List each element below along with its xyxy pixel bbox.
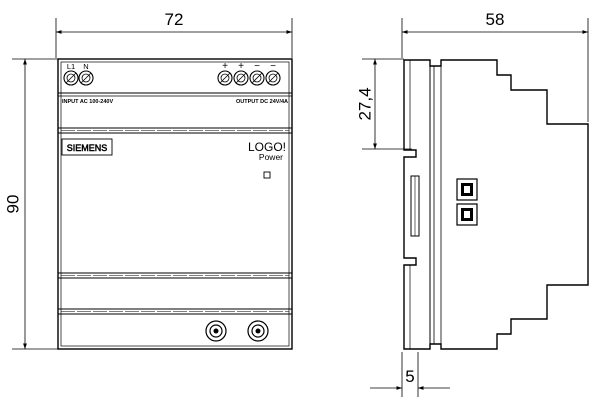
- side-view: 58 27,4 5: [355, 10, 589, 397]
- front-view: 72 90: [3, 10, 293, 350]
- siemens-logo: SIEMENS: [61, 138, 113, 156]
- dimension-height-label: 90: [3, 195, 22, 214]
- potentiometer-left: [205, 320, 227, 342]
- side-connector-bottom: [456, 203, 478, 226]
- dimension-rail-offset-label: 5: [405, 367, 414, 386]
- terminal-screw-plus-2: [233, 70, 249, 86]
- dimension-width-front-label: 72: [165, 10, 184, 29]
- terminal-screw-minus-1: [249, 70, 265, 86]
- label-minus-2: −: [270, 61, 276, 72]
- dimension-width-side: 58: [401, 10, 589, 122]
- side-housing-outline: [403, 59, 589, 350]
- output-rating-text: OUTPUT DC 24V/4A: [236, 99, 288, 105]
- product-name: LOGO!: [248, 140, 286, 154]
- status-led: [263, 171, 271, 179]
- terminal-screw-n: [78, 70, 94, 86]
- front-housing: [57, 58, 293, 350]
- label-n: N: [83, 62, 88, 71]
- terminal-screw-plus-1: [217, 70, 233, 86]
- dimension-terminal-offset-label: 27,4: [355, 87, 374, 120]
- din-rail-clip: [410, 175, 420, 237]
- potentiometer-right: [247, 320, 269, 342]
- terminal-screw-l1: [63, 70, 79, 86]
- label-plus-1: +: [222, 61, 228, 72]
- label-l1: L1: [67, 62, 75, 71]
- dimension-width-front: 72: [55, 10, 293, 58]
- terminal-screw-minus-2: [265, 70, 281, 86]
- side-connector-top: [456, 178, 478, 201]
- brand-text: SIEMENS: [67, 143, 108, 153]
- product-subname: Power: [259, 152, 283, 162]
- label-minus-1: −: [254, 61, 260, 72]
- dimension-height: 90: [3, 58, 58, 350]
- dimension-width-side-label: 58: [486, 10, 505, 29]
- dimension-rail-offset: 5: [370, 352, 450, 397]
- terminal-block-top: L1 N + + − − INPUT AC 100-240V OUTPUT DC…: [58, 61, 292, 105]
- label-plus-2: +: [238, 61, 244, 72]
- input-rating-text: INPUT AC 100-240V: [62, 99, 113, 105]
